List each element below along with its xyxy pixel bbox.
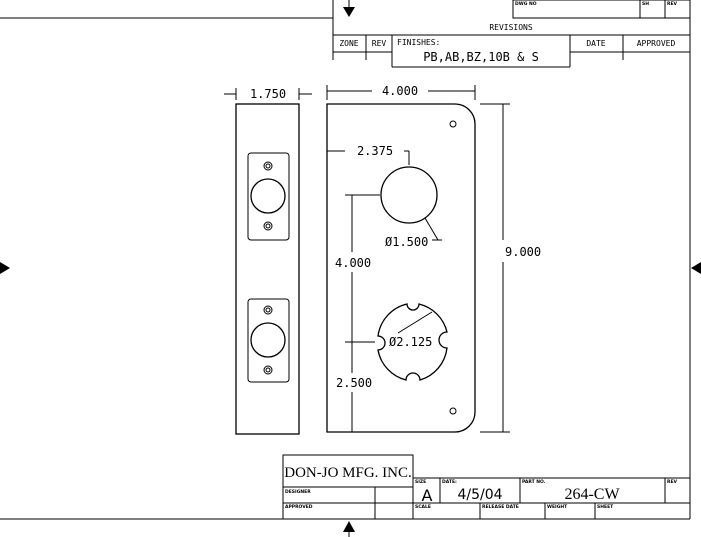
bottom-offset-dimension: 2.500 [336,376,372,390]
designer-label: DESIGNER [285,489,311,495]
date-label: DATE: [442,479,457,485]
approved-label: APPROVED [285,504,313,510]
dimension-lines [224,85,510,433]
sh-label: SH [642,1,649,7]
size-label: SIZE [415,479,426,485]
side-width-dimension: 1.750 [250,87,286,101]
plate-width-dimension: 4.000 [382,84,418,98]
revisions-title: REVISIONS [489,23,533,32]
zone-header: ZONE [339,39,358,48]
sheet-border [0,0,691,520]
large-hole-diameter: Ø2.125 [389,335,432,349]
dwg-no-label: DWG NO [515,1,537,7]
rev-header: REV [372,39,387,48]
finishes-value: PB,AB,BZ,10B & S [423,50,539,64]
sheet-label: SHEET [597,504,614,510]
release-date-label: RELEASE DATE [482,504,519,510]
date-value: 4/5/04 [457,487,502,503]
plate-front-view [326,103,476,433]
approved-header: APPROVED [637,39,676,48]
hole-spacing-dimension: 4.000 [335,256,371,270]
hole-offset-dimension: 2.375 [357,144,393,158]
date-header: DATE [586,39,605,48]
scale-label: SCALE [415,504,431,510]
screw-icon [263,161,273,375]
small-hole-diameter: Ø1.500 [385,235,428,249]
rev-label-title: REV [667,479,678,485]
part-no-label: PART NO. [522,479,546,485]
finishes-label: FINISHES: [397,38,440,47]
part-no-value: 264-CW [564,486,620,503]
title-block [282,454,690,519]
size-value: A [422,486,433,505]
rev-label: REV [667,1,678,7]
weight-label: WEIGHT [547,504,568,510]
company-name: DON-JO MFG. INC. [284,465,412,481]
plate-height-dimension: 9.000 [505,245,541,259]
side-view [235,103,300,435]
revisions-block: DWG NO SH REV REVISIONS ZONE REV DATE AP… [332,0,691,68]
